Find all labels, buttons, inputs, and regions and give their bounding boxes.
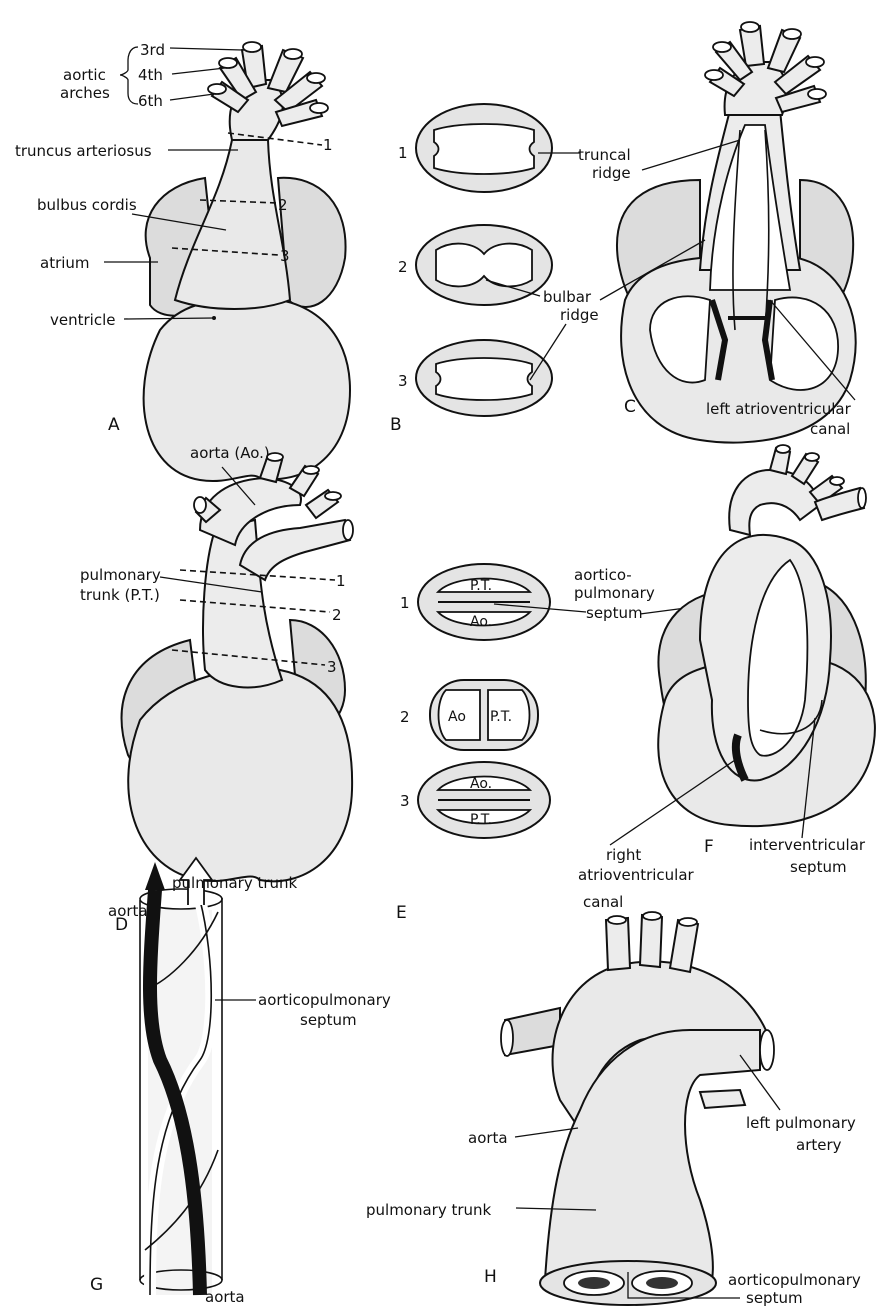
label-e-1: 1 bbox=[400, 594, 410, 612]
label-bulbar: bulbar bbox=[543, 288, 592, 306]
panel-g-drawing bbox=[140, 858, 222, 1295]
label-interventricular: interventricular bbox=[749, 836, 866, 854]
label-aorta-ao: aorta (Ao.) bbox=[190, 444, 270, 462]
panel-a-drawing bbox=[144, 42, 350, 481]
panel-c-drawing bbox=[617, 22, 856, 443]
label-bulbar-ridge: ridge bbox=[560, 306, 599, 324]
label-h-aorta: aorta bbox=[468, 1129, 508, 1147]
panel-f-drawing bbox=[658, 445, 875, 826]
label-left-av-canal: left atrioventricular bbox=[706, 400, 852, 418]
panel-label-a: A bbox=[108, 415, 120, 435]
label-aortico: aortico- bbox=[574, 566, 632, 584]
panel-label-g: G bbox=[90, 1275, 103, 1295]
label-atrium: atrium bbox=[40, 254, 90, 272]
panel-label-h: H bbox=[484, 1267, 497, 1287]
label-trunk-pt: trunk (P.T.) bbox=[80, 586, 160, 604]
label-level-1: 1 bbox=[323, 136, 333, 154]
label-b-1: 1 bbox=[398, 144, 408, 162]
label-4th-arch: 4th bbox=[138, 66, 163, 84]
label-e1-pt: P.T. bbox=[470, 578, 492, 594]
label-h-septum: septum bbox=[746, 1289, 803, 1307]
panel-label-c: C bbox=[624, 397, 636, 417]
label-g-aorta-bottom: aorta bbox=[205, 1288, 245, 1306]
label-d-level-2: 2 bbox=[332, 606, 342, 624]
panel-e-drawing bbox=[418, 564, 550, 838]
label-e1-ao: Ao. bbox=[470, 614, 492, 630]
label-right-atrioventricular: atrioventricular bbox=[578, 866, 695, 884]
label-3rd-arch: 3rd bbox=[140, 41, 165, 59]
label-aortic: aortic bbox=[63, 66, 106, 84]
label-h-aorticopulmonary: aorticopulmonary bbox=[728, 1271, 861, 1289]
label-right: right bbox=[606, 846, 641, 864]
panel-label-f: F bbox=[704, 837, 714, 857]
label-b-2: 2 bbox=[398, 258, 408, 276]
panel-b-drawing bbox=[416, 104, 552, 416]
label-level-2: 2 bbox=[278, 196, 288, 214]
label-b-3: 3 bbox=[398, 372, 408, 390]
label-truncal: truncal bbox=[578, 146, 631, 164]
label-ventricle: ventricle bbox=[50, 311, 115, 329]
label-e-pulmonary: pulmonary bbox=[574, 584, 655, 602]
label-left-pulmonary-artery: artery bbox=[796, 1136, 842, 1154]
label-f-septum: septum bbox=[790, 858, 847, 876]
label-arches: arches bbox=[60, 84, 110, 102]
label-right-canal: canal bbox=[583, 893, 623, 911]
panel-h-drawing bbox=[501, 912, 774, 1305]
label-g-aorta: aorta bbox=[108, 902, 148, 920]
label-bulbus-cordis: bulbus cordis bbox=[37, 196, 137, 214]
label-truncal-ridge: ridge bbox=[592, 164, 631, 182]
label-pulmonary: pulmonary bbox=[80, 566, 161, 584]
label-e-3: 3 bbox=[400, 792, 410, 810]
label-d-level-3: 3 bbox=[327, 658, 337, 676]
panel-label-b: B bbox=[390, 415, 402, 435]
panel-d-drawing bbox=[122, 453, 353, 881]
panel-label-e: E bbox=[396, 903, 407, 923]
label-g-septum: septum bbox=[300, 1011, 357, 1029]
label-g-aorticopulmonary: aorticopulmonary bbox=[258, 991, 391, 1009]
label-h-pulmonary-trunk: pulmonary trunk bbox=[366, 1201, 492, 1219]
label-e3-ao: Ao. bbox=[470, 776, 492, 792]
label-g-pulmonary-trunk: pulmonary trunk bbox=[172, 874, 298, 892]
label-e3-pt: P.T. bbox=[470, 812, 492, 828]
label-6th-arch: 6th bbox=[138, 92, 163, 110]
label-e2-pt: P.T. bbox=[490, 709, 512, 725]
panel-g-labels: aorta pulmonary trunk aorticopulmonary s… bbox=[90, 874, 391, 1306]
label-truncus-arteriosus: truncus arteriosus bbox=[15, 142, 152, 160]
label-left-pulmonary: left pulmonary bbox=[746, 1114, 856, 1132]
label-e2-ao: Ao bbox=[448, 709, 466, 725]
label-left-av-canal-2: canal bbox=[810, 420, 850, 438]
label-level-3: 3 bbox=[280, 247, 290, 265]
label-e-septum: septum bbox=[586, 604, 643, 622]
label-e-2: 2 bbox=[400, 708, 410, 726]
label-d-level-1: 1 bbox=[336, 572, 346, 590]
